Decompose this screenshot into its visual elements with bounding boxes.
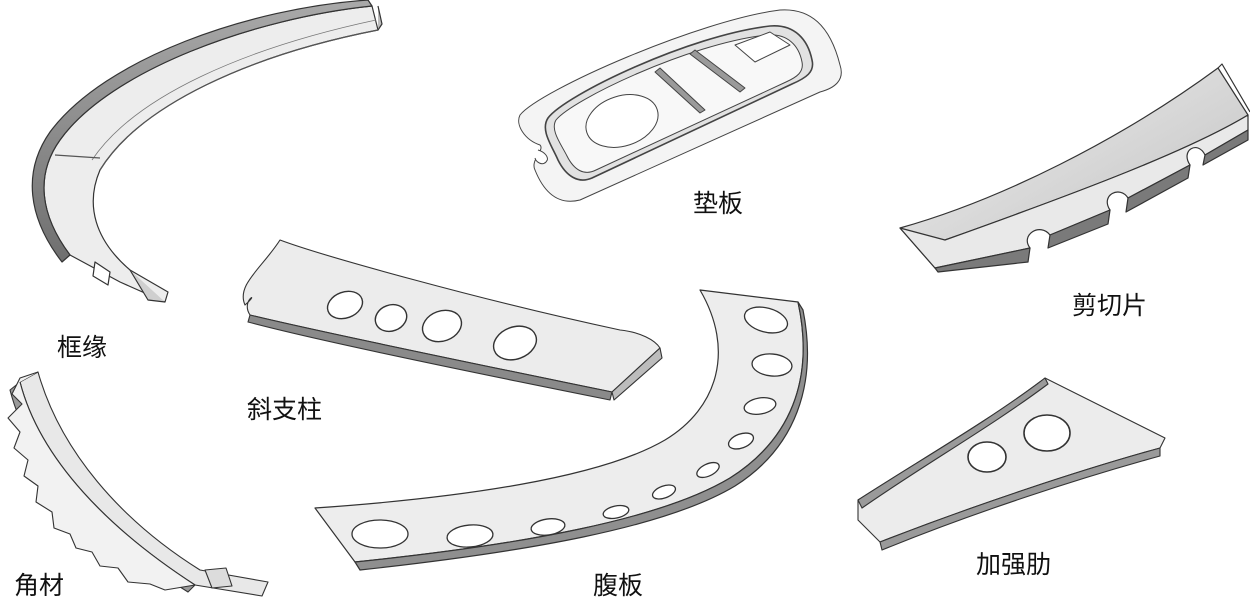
label-cut-sheet: 剪切片 <box>1072 291 1148 320</box>
diagonal-strut-part <box>242 239 663 401</box>
label-shim-plate: 垫板 <box>693 189 744 218</box>
shim-plate-part <box>518 9 842 202</box>
label-stiffener: 加强肋 <box>976 550 1052 579</box>
label-web-plate: 腹板 <box>593 571 644 600</box>
frame-flange-part <box>31 0 383 303</box>
label-angle: 角材 <box>14 571 65 600</box>
label-diagonal-strut: 斜支柱 <box>247 395 323 424</box>
stiffener-part <box>857 377 1166 551</box>
cut-sheet-part <box>899 63 1250 273</box>
label-frame-flange: 框缘 <box>57 333 108 362</box>
web-plate-part <box>314 289 809 571</box>
angle-part <box>7 371 269 597</box>
